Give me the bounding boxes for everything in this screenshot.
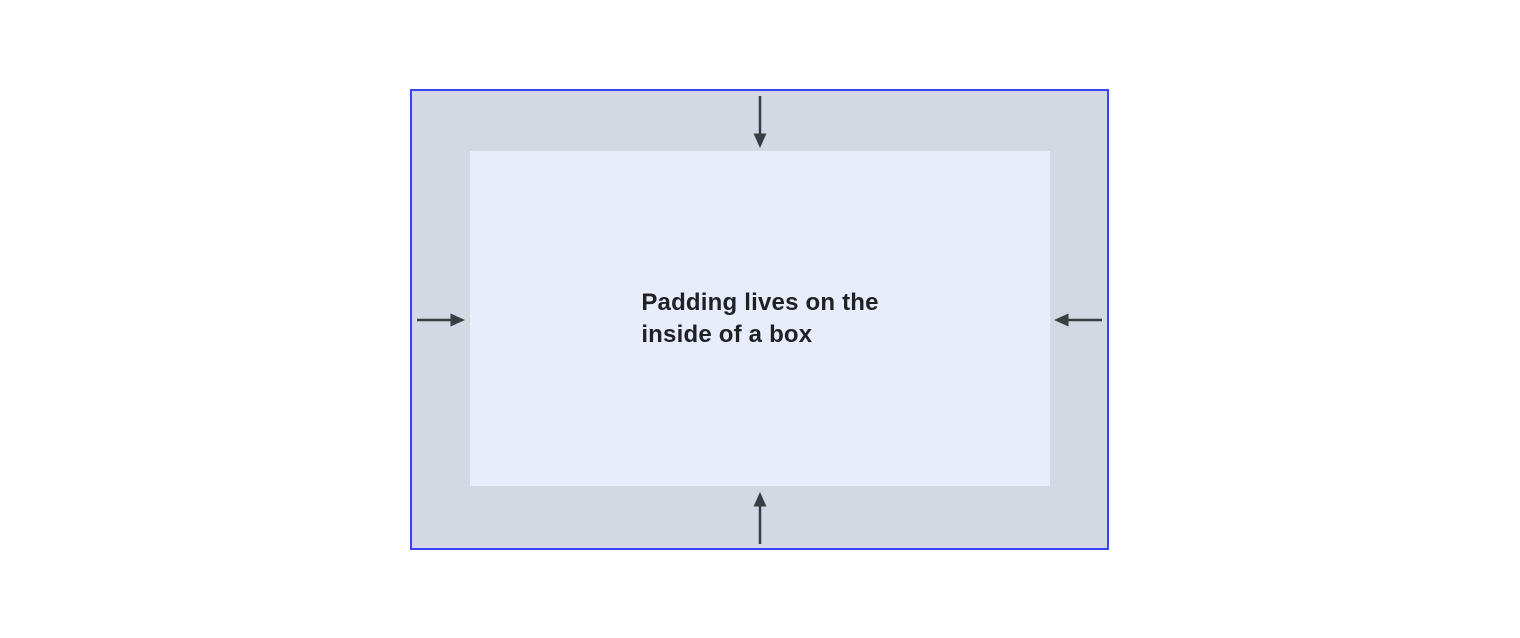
arrow-down-icon — [753, 96, 766, 148]
arrow-right-icon — [417, 313, 465, 326]
arrow-up-icon — [753, 492, 766, 544]
content-label-line2: inside of a box — [641, 320, 813, 348]
content-label-line1: Padding lives on the — [641, 288, 879, 316]
arrow-left-icon — [1054, 313, 1102, 326]
content-box: Padding lives on the inside of a box — [470, 151, 1050, 486]
content-label: Padding lives on the inside of a box — [641, 287, 878, 351]
box-diagram: Padding lives on the inside of a box — [410, 89, 1109, 550]
